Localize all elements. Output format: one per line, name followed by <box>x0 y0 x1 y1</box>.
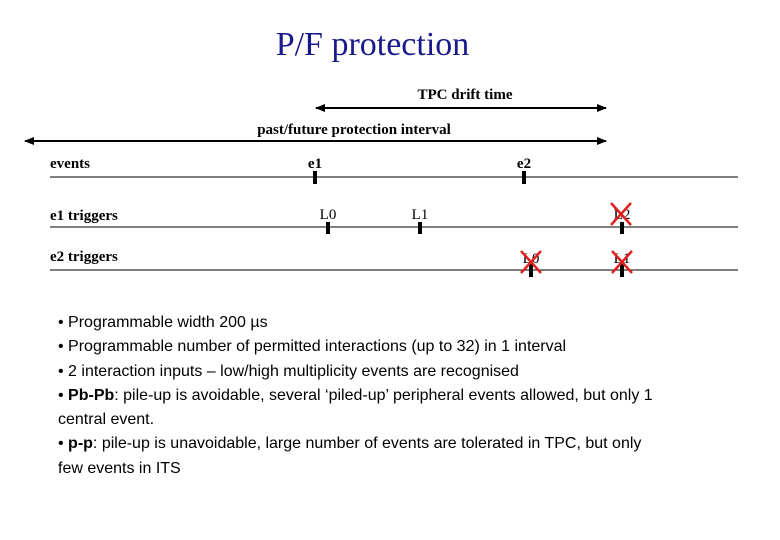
row-label-events: events <box>50 156 90 172</box>
tick-label-e2: e2 <box>517 156 531 172</box>
bullet-item: • 2 interaction inputs – low/high multip… <box>58 362 519 380</box>
tpc-drift-label: TPC drift time <box>418 87 513 103</box>
bullet-item: • Programmable number of permitted inter… <box>58 338 567 356</box>
bullet-item: • p-p: pile-up is unavoidable, large num… <box>58 435 642 477</box>
cross-icon <box>610 202 632 226</box>
tick-label-e1-l1: L1 <box>412 207 429 223</box>
tick-label-e1: e1 <box>308 156 322 172</box>
cross-icon <box>520 250 542 274</box>
bullet-item: • Pb-Pb: pile-up is avoidable, several ‘… <box>58 386 653 429</box>
tick-label-e2-l0: L0 <box>523 251 540 267</box>
pf-interval-label: past/future protection interval <box>257 122 451 138</box>
cross-icon <box>611 250 633 274</box>
slide-title: P/F protection <box>275 26 470 63</box>
tick-label-e1-l0: L0 <box>320 207 337 223</box>
tick-label-e2-l1: L1 <box>614 251 631 267</box>
row-label-e2-triggers: e2 triggers <box>50 249 118 265</box>
bullet-list: • Programmable width 200 µs • Programmab… <box>58 311 658 481</box>
timeline-diagram: TPC drift time past/future protection in… <box>24 87 738 277</box>
row-label-e1-triggers: e1 triggers <box>50 208 118 224</box>
bullet-item: • Programmable width 200 µs <box>58 314 268 331</box>
